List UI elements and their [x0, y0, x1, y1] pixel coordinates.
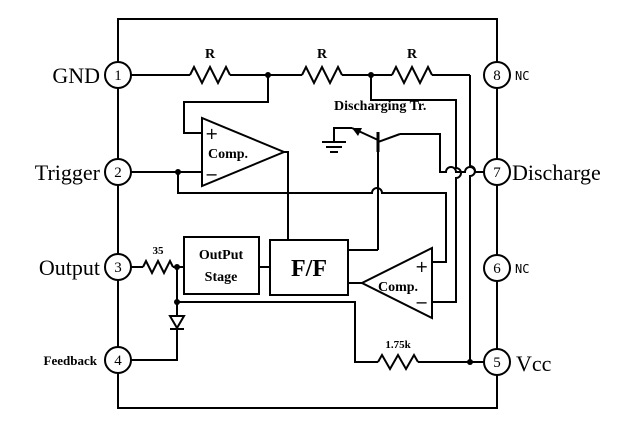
comp-upper-plus: +	[205, 124, 218, 143]
pin-7: 7	[483, 158, 511, 186]
pin-4: 4	[104, 346, 132, 374]
pin-5-label: Vcc	[516, 351, 552, 376]
pin-8: 8	[483, 61, 511, 89]
resistor-r3	[391, 64, 433, 86]
pin-4-number: 4	[114, 353, 122, 369]
pin-2-label: Trigger	[35, 160, 101, 185]
label-r3: R	[407, 47, 418, 62]
vcc-rail	[469, 75, 484, 363]
pin-2-number: 2	[114, 165, 122, 181]
transistor-label: Discharging Tr.	[334, 99, 426, 114]
pin-6: 6	[483, 254, 511, 282]
output-stage-line1: OutPut	[199, 248, 244, 263]
feedback-diode	[168, 315, 186, 330]
resistor-r2	[301, 64, 343, 86]
flipflop-box	[269, 239, 349, 296]
label-r2: R	[317, 47, 328, 62]
resistor-1-75k	[377, 352, 419, 372]
comp-upper-label: Comp.	[208, 147, 248, 162]
pin-8-number: 8	[493, 68, 501, 84]
comp-upper-minus: −	[205, 165, 218, 184]
resistor-35	[142, 258, 174, 276]
output-stage-box	[183, 236, 260, 295]
pin-5-number: 5	[493, 355, 501, 371]
pin-8-label: NC	[515, 69, 529, 83]
comp-lower-label: Comp.	[378, 280, 418, 295]
comparator-upper: + − Comp.	[201, 116, 287, 188]
label-r-1-75k: 1.75k	[385, 339, 411, 351]
pin-6-number: 6	[493, 261, 501, 277]
chip-outline	[117, 18, 498, 409]
flipflop-label: F/F	[291, 256, 327, 282]
discharge-transistor	[322, 127, 410, 251]
label-r-35: 35	[153, 245, 165, 257]
pin-7-label: Discharge	[512, 160, 601, 185]
resistor-ladder	[131, 64, 470, 86]
resistor-r1	[189, 64, 231, 86]
pin-3-label: Output	[39, 255, 100, 280]
pin-4-label: Feedback	[44, 353, 98, 368]
pin-7-number: 7	[493, 165, 501, 181]
label-r1: R	[205, 47, 216, 62]
pin-1-label: GND	[52, 63, 100, 88]
comp-lower-minus: −	[415, 293, 428, 312]
pin-1-number: 1	[114, 68, 122, 84]
pin-5: 5	[483, 348, 511, 376]
comp-lower-plus: +	[415, 257, 428, 276]
pin-1: 1	[104, 61, 132, 89]
output-stage-line2: Stage	[205, 270, 238, 285]
pin-2: 2	[104, 158, 132, 186]
comparator-lower: + − Comp.	[359, 246, 433, 320]
pin-3: 3	[104, 253, 132, 281]
pin-3-number: 3	[114, 260, 122, 276]
pin-6-label: NC	[515, 262, 529, 276]
